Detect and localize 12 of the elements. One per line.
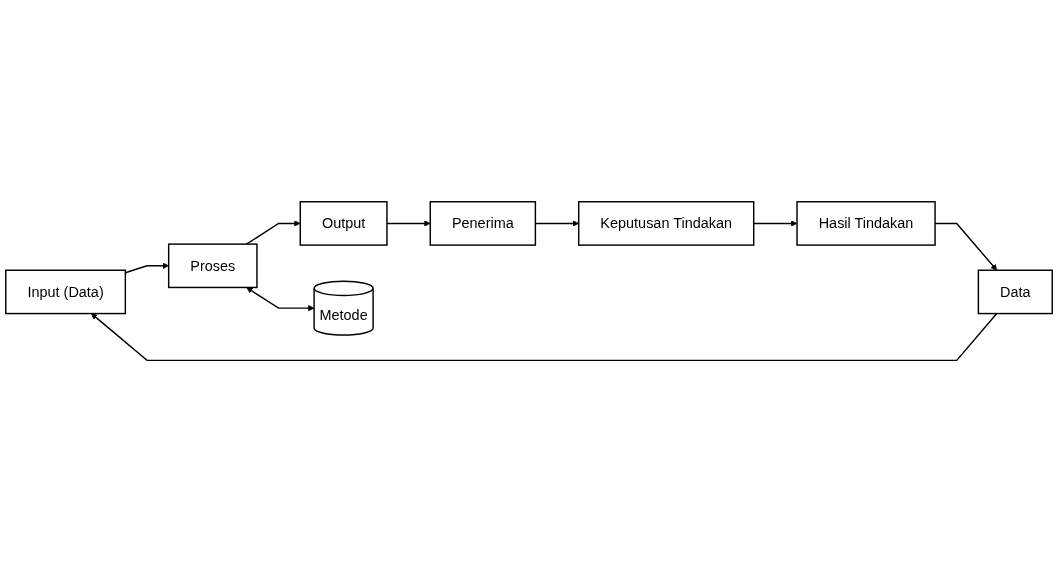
arrow [91, 312, 998, 361]
node-box: Keputusan Tindakan [578, 201, 755, 246]
arrow [245, 220, 301, 245]
node-box: Hasil Tindakan [796, 201, 936, 246]
arrow [386, 220, 431, 227]
node-box: Output [299, 201, 388, 246]
node-box: Input (Data) [5, 269, 127, 315]
arrow [753, 220, 798, 227]
node-box: Proses [167, 243, 258, 289]
node-box: Data [977, 269, 1053, 315]
arrow [246, 287, 315, 312]
node-box: Penerima [429, 201, 537, 246]
